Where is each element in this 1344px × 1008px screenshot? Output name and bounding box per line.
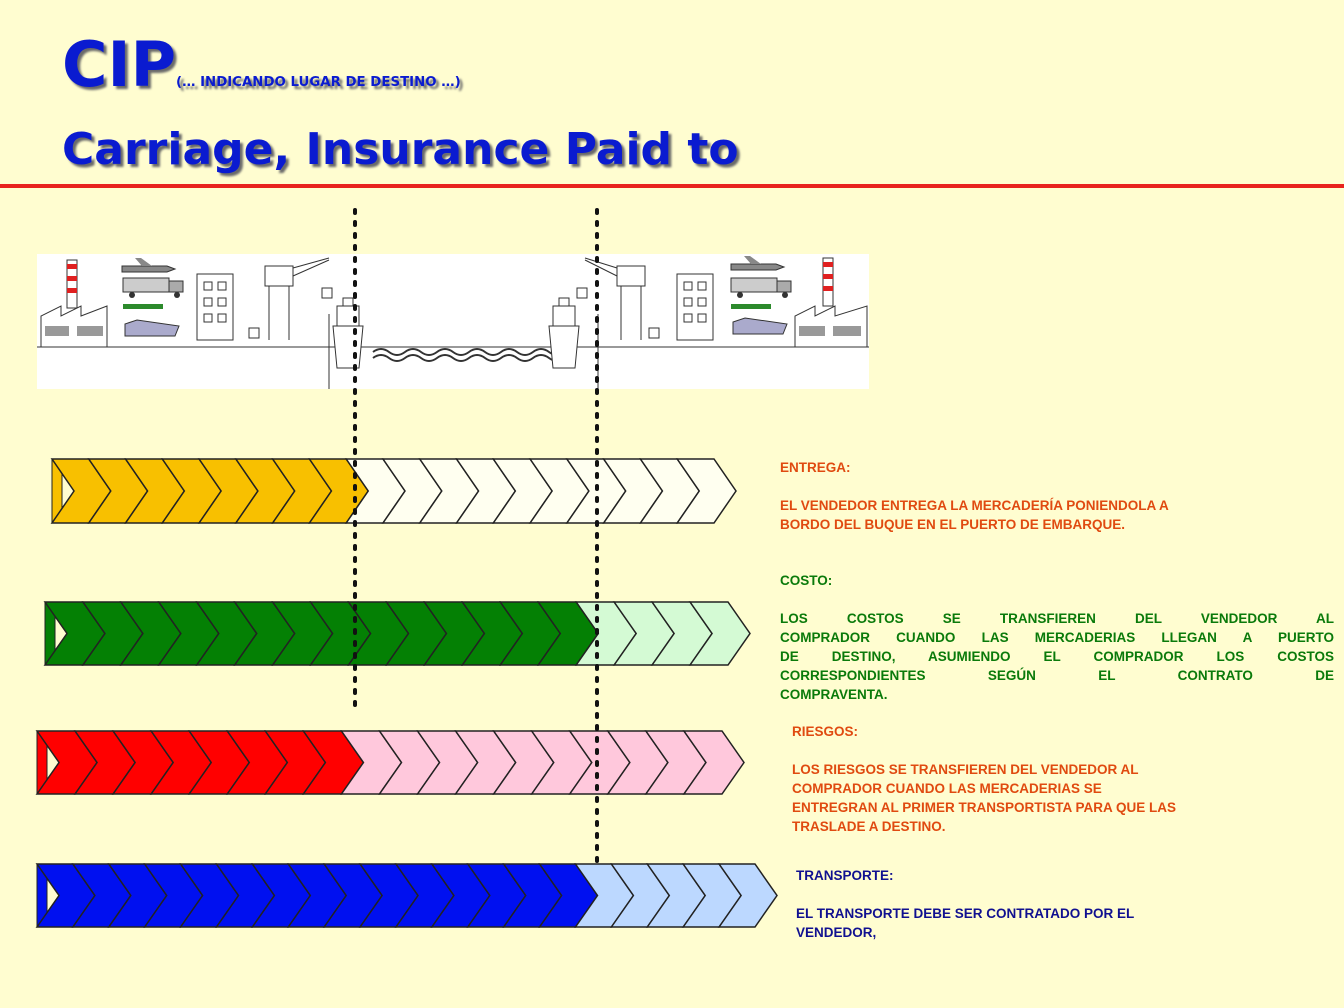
entrega-text: ENTREGA: EL VENDEDOR ENTREGA LA MERCADER… xyxy=(780,458,1320,534)
factory-icon xyxy=(40,259,108,348)
factory-icon xyxy=(794,257,868,348)
transporte-line-2: VENDEDOR, xyxy=(796,925,877,940)
riesgos-line-2: COMPRADOR CUANDO LAS MERCADERIAS SE xyxy=(792,781,1102,796)
incoterm-code: CIP xyxy=(62,28,177,101)
crane-icon xyxy=(576,257,660,340)
train-icon xyxy=(732,317,788,335)
costo-line-2: COMPRADOR CUANDO LAS MERCADERIAS LLEGAN … xyxy=(780,630,1334,645)
title-divider xyxy=(0,184,1344,188)
airplane-icon xyxy=(121,258,177,273)
costo-line-4: CORRESPONDIENTES SEGÚN EL CONTRATO DE xyxy=(780,668,1334,683)
transporte-chevron xyxy=(717,863,778,928)
train-icon xyxy=(124,319,180,337)
ship-icon xyxy=(548,297,580,369)
incoterm-name: Carriage, Insurance Paid to xyxy=(62,124,739,175)
sea-waves-icon xyxy=(372,348,566,362)
transport-scene xyxy=(37,254,869,389)
building-icon xyxy=(676,273,714,341)
airplane-icon xyxy=(730,256,786,271)
costo-line-1: LOS COSTOS SE TRANSFIEREN DEL VENDEDOR A… xyxy=(780,611,1334,626)
incoterm-subtitle: (… INDICANDO LUGAR DE DESTINO …) xyxy=(176,75,461,90)
costo-bar xyxy=(43,601,751,666)
entrega-bar xyxy=(50,458,737,524)
crane-icon xyxy=(248,257,333,340)
entrega-line-2: BORDO DEL BUQUE EN EL PUERTO DE EMBARQUE… xyxy=(780,517,1126,532)
riesgos-line-1: LOS RIESGOS SE TRANSFIEREN DEL VENDEDOR … xyxy=(792,762,1139,777)
entrega-line-1: EL VENDEDOR ENTREGA LA MERCADERÍA PONIEN… xyxy=(780,498,1169,513)
entrega-chevron xyxy=(675,458,737,524)
riesgos-chevron xyxy=(682,730,745,795)
costo-heading: COSTO: xyxy=(780,573,833,588)
building-icon xyxy=(196,273,234,341)
costo-chevron xyxy=(688,601,751,666)
riesgos-line-4: TRASLADE A DESTINO. xyxy=(792,819,946,834)
title-code: CIP(… INDICANDO LUGAR DE DESTINO …) xyxy=(62,34,461,96)
truck-icon xyxy=(730,277,792,309)
riesgos-heading: RIESGOS: xyxy=(792,724,859,739)
riesgos-text: RIESGOS: LOS RIESGOS SE TRANSFIEREN DEL … xyxy=(792,722,1322,836)
truck-icon xyxy=(122,277,184,309)
riesgos-bar xyxy=(35,730,745,795)
entrega-heading: ENTREGA: xyxy=(780,460,851,475)
riesgos-line-3: ENTREGRAN AL PRIMER TRANSPORTISTA PARA Q… xyxy=(792,800,1177,815)
costo-line-5: COMPRAVENTA. xyxy=(780,687,888,702)
transporte-heading: TRANSPORTE: xyxy=(796,868,894,883)
transporte-line-1: EL TRANSPORTE DEBE SER CONTRATADO POR EL xyxy=(796,906,1135,921)
transporte-bar xyxy=(35,863,778,928)
costo-line-3: DE DESTINO, ASUMIENDO EL COMPRADOR LOS C… xyxy=(780,649,1334,664)
costo-text: COSTO: LOS COSTOS SE TRANSFIEREN DEL VEN… xyxy=(780,571,1334,704)
transporte-text: TRANSPORTE: EL TRANSPORTE DEBE SER CONTR… xyxy=(796,866,1296,942)
